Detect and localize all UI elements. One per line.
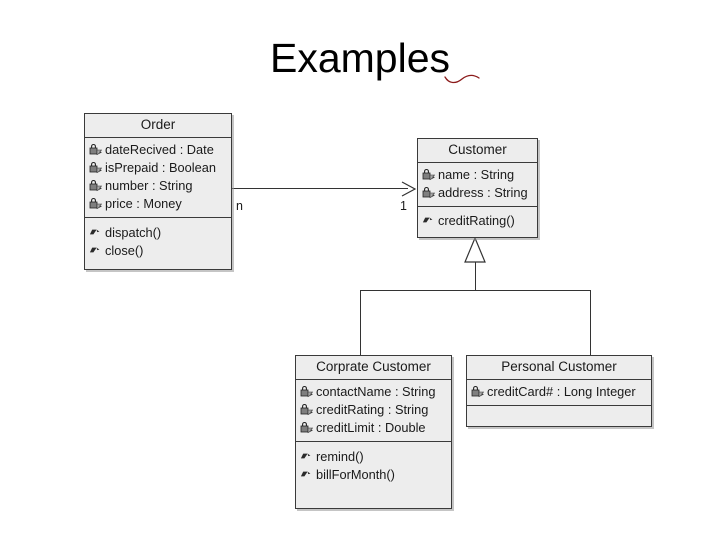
generalization-stem [475, 262, 476, 291]
private-attribute-icon [89, 197, 103, 211]
generalization-branch-personal [590, 290, 591, 355]
attribute-label: contactName : String [316, 383, 436, 399]
class-name-personal-customer: Personal Customer [467, 356, 651, 380]
attribute-label: creditLimit : Double [316, 419, 426, 435]
private-attribute-icon [422, 186, 436, 200]
generalization-bar [360, 290, 590, 291]
private-attribute-icon [300, 385, 314, 399]
attribute-row: dateRecived : Date [89, 141, 228, 159]
operation-label: dispatch() [105, 225, 162, 241]
operation-row: remind() [300, 448, 448, 466]
attributes-compartment-personal-customer: creditCard# : Long Integer [467, 379, 651, 406]
attributes-compartment-order: dateRecived : Date isPrepaid : Boolean [85, 137, 231, 219]
operation-label: billForMonth() [316, 467, 395, 483]
attribute-label: price : Money [105, 195, 182, 211]
private-attribute-icon [89, 179, 103, 193]
class-box-customer[interactable]: Customer name : String [417, 138, 538, 238]
private-attribute-icon [300, 421, 314, 435]
attribute-row: creditRating : String [300, 401, 448, 419]
attribute-label: creditCard# : Long Integer [487, 383, 636, 399]
private-attribute-icon [422, 168, 436, 182]
operation-icon [89, 244, 103, 258]
operation-label: remind() [316, 448, 364, 464]
attributes-compartment-corporate-customer: contactName : String creditRating : Stri… [296, 379, 451, 442]
generalization-branch-corporate [360, 290, 361, 355]
attribute-label: creditRating : String [316, 401, 429, 417]
private-attribute-icon [300, 403, 314, 417]
class-name-order: Order [85, 114, 231, 138]
class-box-order[interactable]: Order dateRecived : Date [84, 113, 232, 271]
attribute-row: creditLimit : Double [300, 419, 448, 437]
generalization-triangle-icon [464, 237, 486, 263]
attribute-label: number : String [105, 177, 193, 193]
operation-row: dispatch() [89, 224, 228, 242]
attribute-row: contactName : String [300, 383, 448, 401]
attribute-label: name : String [438, 166, 515, 182]
attribute-label: address : String [438, 184, 528, 200]
private-attribute-icon [89, 143, 103, 157]
operation-row: close() [89, 242, 228, 260]
operation-icon [300, 468, 314, 482]
operations-compartment-customer: creditRating() [418, 206, 537, 237]
operation-icon [89, 226, 103, 240]
attribute-row: name : String [422, 166, 534, 184]
operations-compartment-order: dispatch() close() [85, 218, 231, 270]
class-name-corporate-customer: Corprate Customer [296, 356, 451, 380]
operation-label: creditRating() [438, 212, 515, 228]
operation-icon [300, 450, 314, 464]
attribute-row: isPrepaid : Boolean [89, 159, 228, 177]
operations-compartment-corporate-customer: remind() billForMonth() [296, 441, 451, 509]
private-attribute-icon [471, 385, 485, 399]
class-box-corporate-customer[interactable]: Corprate Customer contactName : String [295, 355, 452, 510]
attribute-row: number : String [89, 177, 228, 195]
attribute-row: price : Money [89, 195, 228, 213]
operations-compartment-personal-customer [467, 405, 651, 426]
association-line-order-customer [232, 188, 408, 189]
multiplicity-source: n [236, 199, 243, 213]
page-title: Examples [269, 35, 450, 81]
private-attribute-icon [89, 161, 103, 175]
attribute-label: isPrepaid : Boolean [105, 159, 216, 175]
operation-label: close() [105, 243, 144, 259]
attribute-row: address : String [422, 184, 534, 202]
class-name-customer: Customer [418, 139, 537, 163]
attribute-row: creditCard# : Long Integer [471, 383, 648, 401]
multiplicity-target: 1 [400, 199, 407, 213]
operation-icon [422, 214, 436, 228]
operation-row: billForMonth() [300, 466, 448, 484]
association-arrowhead-icon [401, 181, 417, 197]
operation-row: creditRating() [422, 212, 534, 230]
attribute-label: dateRecived : Date [105, 141, 214, 157]
attributes-compartment-customer: name : String address : String [418, 162, 537, 207]
handwritten-squiggle-icon [444, 74, 480, 84]
class-box-personal-customer[interactable]: Personal Customer creditCard# : Long Int… [466, 355, 652, 427]
